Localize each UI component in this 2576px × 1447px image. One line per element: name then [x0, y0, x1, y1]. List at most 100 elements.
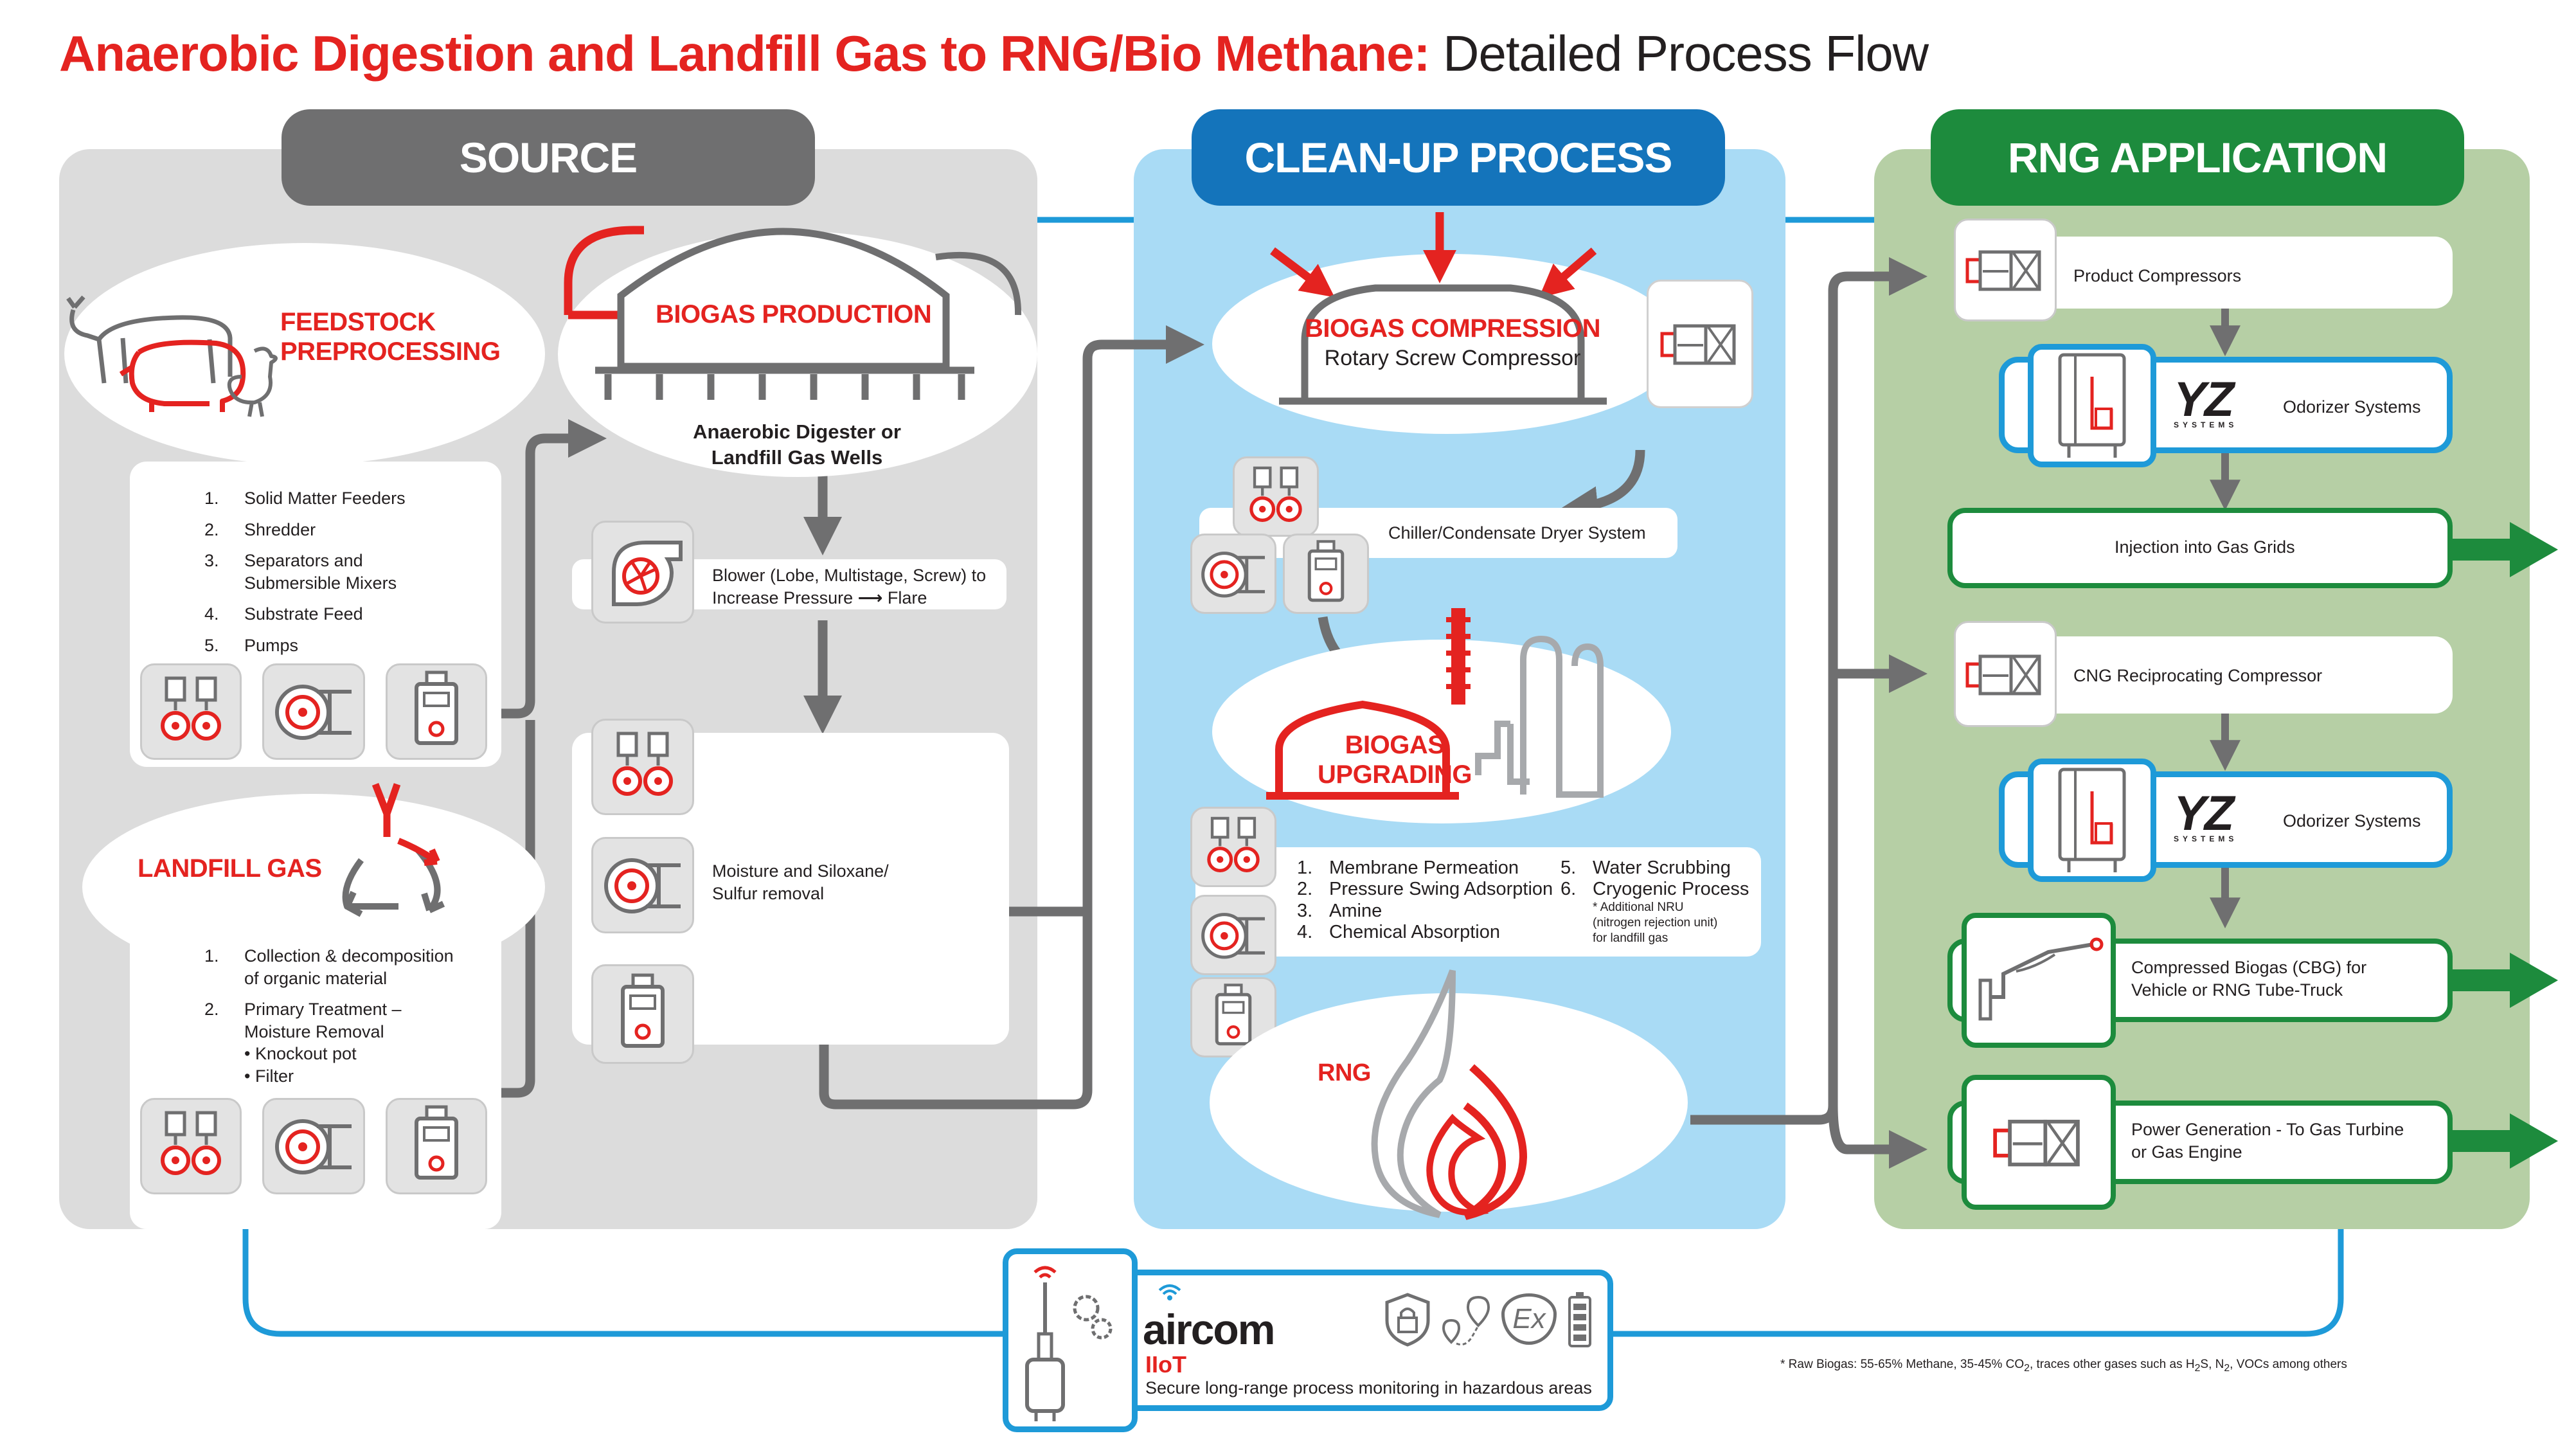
blower-label-line2b: Flare: [887, 588, 927, 607]
cng-label: CNG Reciprocating Compressor: [2073, 666, 2323, 685]
feedstock-heading-line1: FEEDSTOCK: [280, 308, 436, 336]
blower-label: Blower (Lobe, Multistage, Screw) to Incr…: [712, 564, 986, 609]
list-item: 3.Separators and Submersible Mixers: [204, 551, 397, 593]
iot-sensor-icon: [1025, 1266, 1113, 1421]
metering-pump-box: [591, 719, 694, 815]
rng-heading: RNG: [1318, 1059, 1371, 1086]
odorizer-cabinet-box: [2028, 344, 2156, 467]
power-label-line1: Power Generation - To Gas Turbine: [2131, 1120, 2404, 1139]
title-regular: Detailed Process Flow: [1429, 25, 1929, 82]
nru-note-line1: * Additional NRU: [1593, 901, 1684, 914]
blower-label-line2a: Increase Pressure: [712, 588, 854, 607]
injection-box: [1947, 508, 2453, 588]
list-item: 4.Substrate Feed: [204, 604, 363, 624]
controller-icon: [1307, 539, 1345, 602]
compressor-icon: [1660, 324, 1736, 365]
methods-list-right: 5.Water Scrubbing 6.Cryogenic Process: [1561, 858, 1749, 901]
list-item: 1.Solid Matter Feeders: [204, 489, 406, 508]
battery-icon: [1568, 1292, 1591, 1347]
cow-icon: [66, 295, 233, 384]
wifi-icon: [1158, 1284, 1181, 1300]
compressor-box: [1954, 621, 2057, 727]
compressor-box: [1962, 1075, 2116, 1210]
dispenser-box: [1962, 913, 2116, 1048]
compression-label: BIOGAS COMPRESSION Rotary Screw Compress…: [1260, 314, 1645, 371]
feedstock-heading: FEEDSTOCK PREPROCESSING: [280, 307, 501, 366]
chiller-label: Chiller/Condensate Dryer System: [1388, 523, 1646, 543]
blower-flare-arrow: ⟶: [857, 588, 883, 607]
location-icon: [1442, 1295, 1490, 1346]
feedstock-heading-line2: PREPROCESSING: [280, 337, 501, 366]
recycle-icon: [342, 782, 445, 917]
yz-logo-text: YZ: [2174, 372, 2234, 427]
section-tab-source: SOURCE: [282, 109, 815, 206]
metering-pump-box: [1190, 807, 1276, 887]
centrifugal-pump-icon: [604, 858, 681, 913]
moisture-label-line2: Sulfur removal: [712, 883, 825, 903]
odorizer-label-2: Odorizer Systems: [2283, 811, 2421, 831]
compressor-box: [1647, 280, 1753, 408]
section-tab-rng: RNG APPLICATION: [1931, 109, 2464, 206]
feedstock-list: 1.Solid Matter Feeders 2.Shredder 3.Sepa…: [204, 487, 461, 665]
metering-pump-icon: [1207, 816, 1260, 872]
landfill-heading: LANDFILL GAS: [138, 854, 322, 883]
upgrading-heading-line1: BIOGAS: [1345, 731, 1445, 759]
list-item: 1.Membrane Permeation: [1297, 858, 1519, 878]
compressor-box: [1954, 219, 2057, 321]
metering-pump-box: [140, 663, 242, 760]
title-bold: Anaerobic Digestion and Landfill Gas to …: [59, 25, 1430, 82]
centrifugal-pump-box: [262, 1098, 365, 1194]
nru-note-line2: (nitrogen rejection unit): [1593, 915, 1718, 930]
odorizer-label-1: Odorizer Systems: [2283, 397, 2421, 417]
green-arrow-injection: [2449, 522, 2558, 577]
footnote: * Raw Biogas: 55-65% Methane, 35-45% CO2…: [1780, 1358, 2347, 1374]
controller-icon: [621, 973, 665, 1048]
digester-label-line2: Landfill Gas Wells: [711, 446, 883, 469]
iiot-label: IIoT: [1145, 1351, 1186, 1378]
metering-pump-box: [1233, 456, 1319, 537]
digester-label-line1: Anaerobic Digester or: [693, 420, 901, 443]
list-item: 4.Chemical Absorption: [1297, 922, 1500, 943]
ex-symbol-text: Ex: [1512, 1303, 1546, 1335]
yz-logo-sub: SYSTEMS: [2174, 420, 2238, 430]
compression-icon: [1270, 212, 1607, 405]
metering-pump-icon: [1249, 466, 1302, 522]
blower-icon-box: [591, 521, 694, 624]
feedstock-ellipse: [64, 243, 545, 465]
dispenser-icon: [1978, 937, 2104, 1021]
list-item: 2.Shredder: [204, 519, 316, 539]
digester-icon: [564, 226, 1022, 400]
livestock-icons: [66, 295, 278, 417]
moisture-label-line1: Moisture and Siloxane/: [712, 861, 889, 881]
cbg-label: Compressed Biogas (CBG) for Vehicle or R…: [2131, 957, 2366, 1001]
section-tab-cleanup: CLEAN-UP PROCESS: [1192, 109, 1725, 206]
controller-box: [591, 964, 694, 1064]
centrifugal-pump-icon: [1201, 912, 1266, 959]
lock-icon: [1385, 1293, 1430, 1347]
injection-label: Injection into Gas Grids: [2115, 537, 2295, 557]
controller-box: [386, 663, 487, 760]
list-item: 2.Pressure Swing Adsorption: [1297, 879, 1553, 900]
centrifugal-pump-box: [1190, 534, 1276, 614]
blower-label-line1: Blower (Lobe, Multistage, Screw) to: [712, 566, 987, 585]
upgrading-icon: [1266, 608, 1604, 800]
metering-pump-icon: [161, 676, 221, 741]
list-item: 6.Cryogenic Process: [1561, 879, 1749, 900]
centrifugal-pump-icon: [275, 1119, 352, 1174]
moisture-label: Moisture and Siloxane/ Sulfur removal: [712, 860, 889, 904]
compressor-icon: [1993, 1119, 2080, 1167]
yz-logo-sub: SYSTEMS: [2174, 834, 2238, 844]
centrifugal-pump-box: [1190, 895, 1276, 975]
methods-list-left: 1.Membrane Permeation 2.Pressure Swing A…: [1297, 858, 1553, 943]
cbg-label-line2: Vehicle or RNG Tube-Truck: [2131, 980, 2343, 1000]
flame-icon: [1371, 969, 1528, 1220]
list-item: 5.Pumps: [204, 635, 299, 655]
product-compressors-label: Product Compressors: [2073, 266, 2242, 285]
compression-subtitle: Rotary Screw Compressor: [1324, 346, 1581, 370]
list-subitem: • Knockout pot: [244, 1044, 357, 1064]
chicken-icon: [227, 346, 278, 417]
biogas-production-heading: BIOGAS PRODUCTION: [656, 300, 932, 328]
power-label-line2: or Gas Engine: [2131, 1142, 2242, 1162]
green-arrow-power: [2449, 1113, 2558, 1169]
list-item: 2.Primary Treatment – Moisture Removal• …: [204, 1000, 402, 1086]
